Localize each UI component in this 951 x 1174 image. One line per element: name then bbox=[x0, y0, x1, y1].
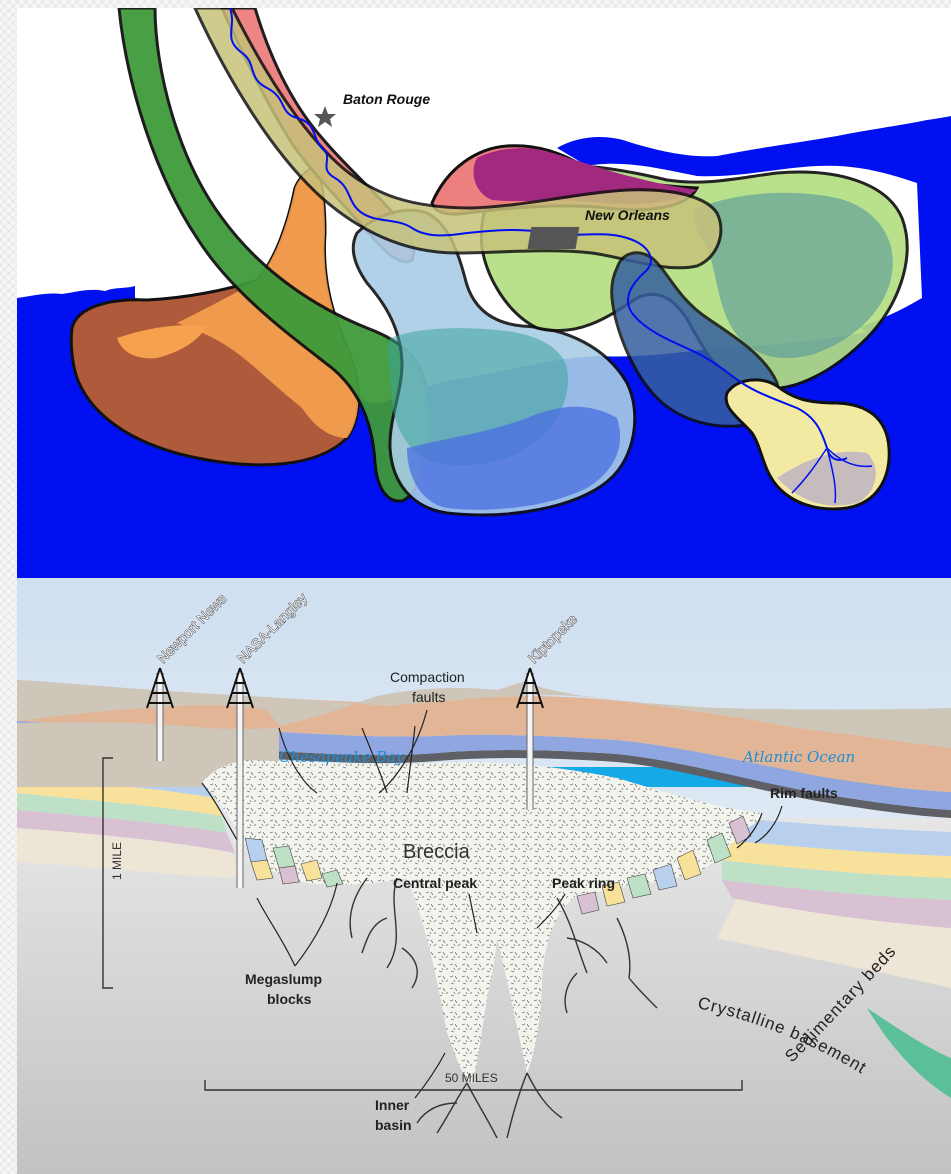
central-peak-label: Central peak bbox=[393, 875, 477, 891]
rim-faults-label: Rim faults bbox=[770, 785, 838, 801]
compaction-faults-label-2: faults bbox=[412, 689, 445, 705]
baton-rouge-label: Baton Rouge bbox=[343, 91, 430, 107]
atlantic-ocean-label: Atlantic Ocean bbox=[741, 748, 855, 766]
new-orleans-label: New Orleans bbox=[585, 207, 670, 223]
chesapeake-bay-label: Chesapeake Bay bbox=[279, 748, 405, 766]
horizontal-scale-label: 50 MILES bbox=[445, 1071, 498, 1085]
peak-ring-label: Peak ring bbox=[552, 875, 615, 891]
megaslump-label-1: Megaslump bbox=[245, 971, 322, 987]
crater-cross-section: Newport News NASA-Langley Kiptopeke Ches… bbox=[17, 578, 951, 1174]
delta-lobes-map: Baton Rouge New Orleans bbox=[17, 8, 951, 578]
inner-basin-label-1: Inner bbox=[375, 1097, 410, 1113]
inner-basin-label-2: basin bbox=[375, 1117, 412, 1133]
breccia-label: Breccia bbox=[403, 841, 471, 863]
new-orleans-marker bbox=[528, 227, 580, 249]
megaslump-label-2: blocks bbox=[267, 991, 312, 1007]
vertical-scale-label: 1 MILE bbox=[110, 842, 124, 880]
compaction-faults-label-1: Compaction bbox=[390, 669, 465, 685]
